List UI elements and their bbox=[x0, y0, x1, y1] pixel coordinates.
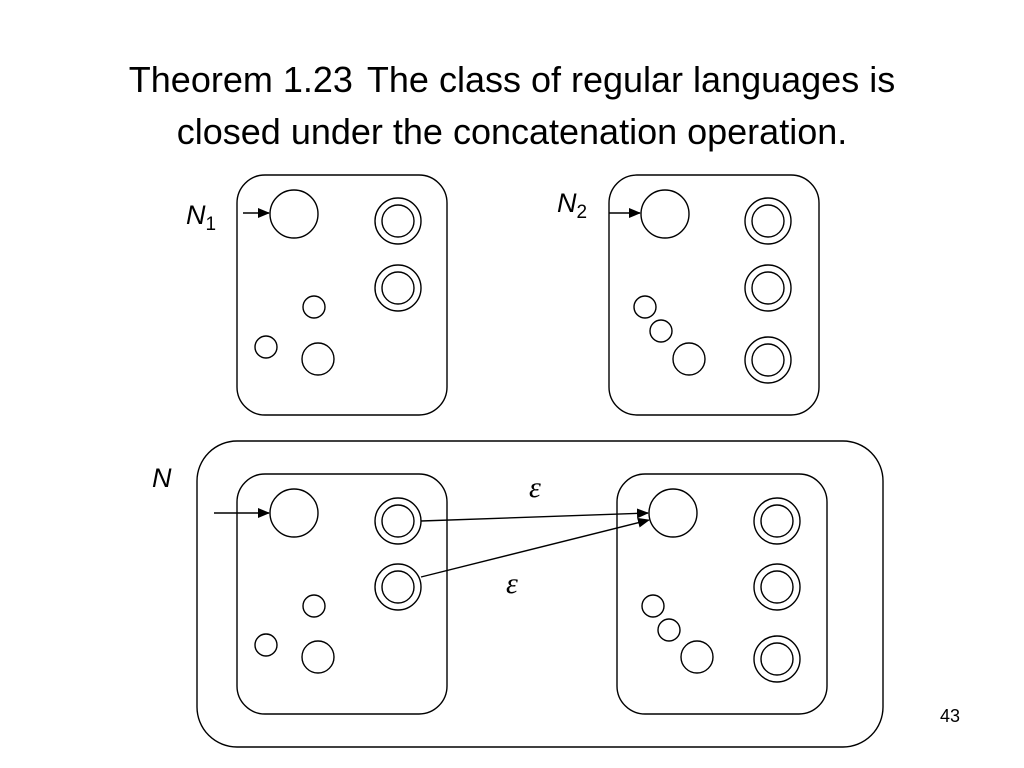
n1-accept-state bbox=[374, 197, 422, 245]
n1-start-state bbox=[269, 189, 319, 239]
n-accept-state bbox=[753, 635, 801, 683]
n-accept-state bbox=[753, 563, 801, 611]
nfa-n1-box bbox=[236, 174, 448, 416]
n-label: N bbox=[152, 463, 172, 493]
n2-former-start-state bbox=[648, 488, 698, 538]
n-inner-n1-state bbox=[254, 633, 278, 657]
n-inner-n1-state bbox=[301, 640, 335, 674]
n-inner-n2-state bbox=[657, 618, 681, 642]
nfa-n1: N1 bbox=[186, 174, 448, 416]
n1-state bbox=[302, 295, 326, 319]
nfa-n2-box bbox=[608, 174, 820, 416]
n2-state bbox=[672, 342, 706, 376]
n1-accept-state bbox=[374, 264, 422, 312]
n1-state bbox=[254, 335, 278, 359]
title-line-1-text: The class of regular languages is bbox=[366, 59, 896, 100]
n2-accept-state bbox=[744, 197, 792, 245]
n2-accept-state bbox=[744, 264, 792, 312]
n-inner-n1-state bbox=[302, 594, 326, 618]
nfa-n2: N2 bbox=[557, 174, 820, 416]
epsilon-transition-top bbox=[420, 508, 649, 522]
epsilon-label-bottom: ε bbox=[506, 567, 518, 600]
page-number: 43 bbox=[939, 706, 961, 726]
n-inner-n1-box bbox=[236, 473, 448, 715]
n2-state bbox=[649, 319, 673, 343]
n1-state bbox=[301, 342, 335, 376]
n-inner-n2-state bbox=[641, 594, 665, 618]
n1-former-accept-state bbox=[374, 563, 422, 611]
n1-label: N1 bbox=[186, 200, 216, 235]
title-line-2: closed under the concatenation operation… bbox=[176, 111, 848, 152]
n-accept-state bbox=[753, 497, 801, 545]
n2-accept-state bbox=[744, 336, 792, 384]
n1-former-accept-state bbox=[374, 497, 422, 545]
epsilon-label-top: ε bbox=[529, 471, 541, 504]
epsilon-transition-bottom bbox=[420, 517, 650, 578]
n-inner-n2-state bbox=[680, 640, 714, 674]
theorem-label: Theorem 1.23 bbox=[128, 59, 353, 100]
n-inner-n2-box bbox=[616, 473, 828, 715]
title-line-1: Theorem 1.23 The class of regular languag… bbox=[0, 54, 1024, 106]
n2-state bbox=[633, 295, 657, 319]
n-inner-n2 bbox=[616, 473, 828, 715]
nfa-n-box bbox=[196, 440, 884, 748]
n-inner-n1 bbox=[214, 473, 448, 715]
n2-start-state bbox=[640, 189, 690, 239]
n2-label: N2 bbox=[557, 188, 587, 223]
n-start-state bbox=[269, 488, 319, 538]
nfa-n: N bbox=[152, 440, 884, 748]
slide-title: Theorem 1.23 The class of regular languag… bbox=[0, 54, 1024, 158]
